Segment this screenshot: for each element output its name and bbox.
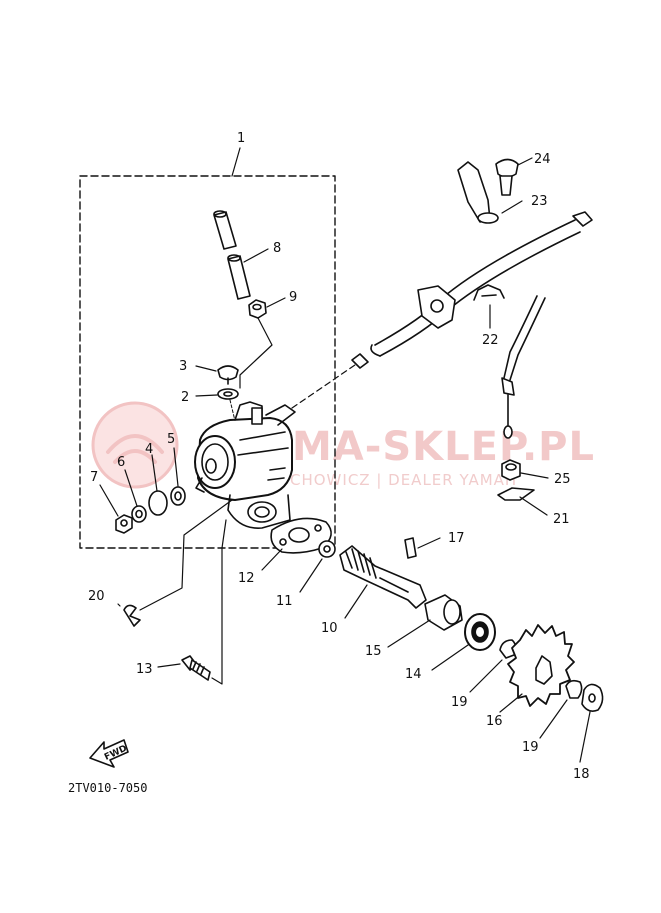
drawing-code: 2TV010-7050	[68, 781, 147, 795]
callout-13: 13	[136, 662, 153, 677]
callout-10: 10	[321, 621, 338, 636]
part-16-gear	[499, 624, 575, 713]
oil-pump-body	[194, 401, 296, 529]
part-20-clip	[117, 499, 233, 627]
part-5-washer	[170, 447, 186, 506]
part-4-plate	[148, 454, 168, 516]
part-8-pipe	[213, 210, 269, 300]
callout-24: 24	[534, 152, 551, 167]
oil-delivery-pipe	[291, 211, 593, 409]
callout-7: 7	[90, 470, 98, 485]
callout-9: 9	[289, 290, 297, 305]
callout-11: 11	[276, 594, 293, 609]
part-25-collar	[501, 459, 549, 481]
part-14-bearing	[431, 613, 496, 671]
callout-21: 21	[553, 512, 570, 527]
part-18-lock-washer	[579, 683, 604, 763]
callout-2: 2	[181, 390, 189, 405]
callout-23: 23	[531, 194, 548, 209]
part-24-bolt	[495, 157, 533, 196]
part-11-washer	[299, 540, 336, 593]
callout-4: 4	[145, 442, 153, 457]
part-12-gasket	[261, 517, 332, 571]
callout-19: 19	[522, 740, 539, 755]
callout-20: 20	[88, 589, 105, 604]
callout-12: 12	[238, 571, 255, 586]
control-cable	[501, 295, 546, 439]
callout-15: 15	[365, 644, 382, 659]
part-21-clip	[497, 487, 548, 516]
callout-1: 1	[237, 131, 245, 146]
part-9-nut	[239, 297, 286, 389]
callout-16: 16	[486, 714, 503, 729]
watermark-sub-text: CHOWICZ | DEALER YAMAH	[290, 471, 517, 489]
callout-14: 14	[405, 667, 422, 682]
assembly-boundary-box	[79, 175, 336, 549]
callout-5: 5	[167, 432, 175, 447]
part-10-worm-shaft	[339, 545, 427, 619]
callout-6: 6	[117, 455, 125, 470]
part-17-pin	[404, 537, 441, 559]
callout-8: 8	[273, 241, 281, 256]
part-15-collar	[387, 594, 463, 648]
part-6-washer	[124, 469, 147, 523]
fwd-arrow-icon: FWD	[89, 739, 129, 768]
callout-19: 19	[451, 695, 468, 710]
part-23-bracket	[457, 161, 523, 224]
part-22-clip	[473, 284, 505, 329]
part-19-circlip-b	[539, 679, 583, 739]
watermark-main-text: MA-SKLEP.PL	[292, 424, 595, 470]
callout-25: 25	[554, 472, 571, 487]
part-13-bolt	[157, 519, 227, 685]
part-3-screw	[195, 365, 239, 385]
callout-17: 17	[448, 531, 465, 546]
watermark: MA-SKLEP.PL CHOWICZ | DEALER YAMAH	[91, 401, 595, 489]
callout-3: 3	[179, 359, 187, 374]
callout-22: 22	[482, 333, 499, 348]
callout-18: 18	[573, 767, 590, 782]
part-7-nut	[99, 484, 133, 534]
